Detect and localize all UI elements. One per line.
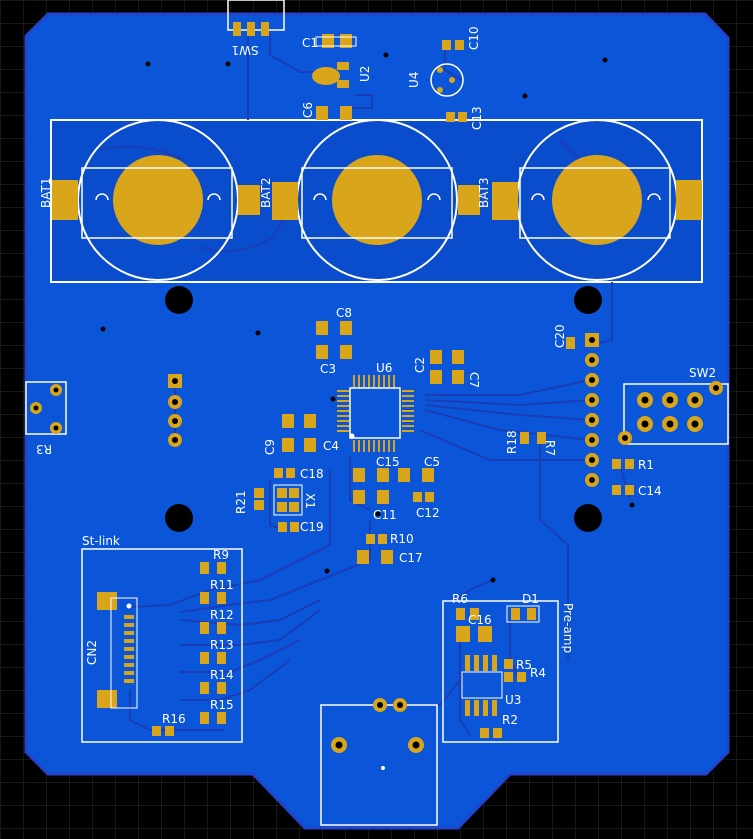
label-c16: C16	[468, 613, 492, 627]
copper-traces	[99, 34, 631, 736]
label-r3: R3	[36, 442, 52, 456]
header-right	[585, 333, 599, 487]
label-c7: C7	[467, 372, 481, 388]
audio-jack	[320, 698, 438, 826]
battery-bat1	[52, 119, 260, 281]
resistor-r3	[25, 381, 67, 435]
mcu-passives	[254, 321, 634, 564]
label-x1: X1	[303, 493, 317, 509]
label-c10: C10	[467, 26, 481, 50]
label-c13: C13	[470, 106, 484, 130]
label-pre-amp: Pre-amp	[561, 603, 575, 653]
label-c12: C12	[416, 506, 440, 520]
label-c19: C19	[300, 520, 324, 534]
label-sw2: SW2	[689, 366, 716, 380]
mcu-u6	[337, 375, 414, 452]
label-r10: R10	[390, 532, 414, 546]
label-u2: U2	[358, 66, 372, 82]
label-c3: C3	[320, 362, 336, 376]
crystal-x1	[273, 484, 303, 516]
label-bat3: BAT3	[477, 178, 491, 208]
label-u4: U4	[407, 72, 421, 88]
label-c5: C5	[424, 455, 440, 469]
label-c11: C11	[373, 508, 397, 522]
label-r2: R2	[502, 713, 518, 727]
label-bat1: BAT1	[39, 178, 53, 208]
label-r13: R13	[210, 638, 234, 652]
label-r21: R21	[234, 490, 248, 514]
label-r11: R11	[210, 578, 234, 592]
label-c18: C18	[300, 467, 324, 481]
preamp-area	[442, 600, 559, 743]
label-c8: C8	[336, 306, 352, 320]
label-c20: C20	[553, 324, 567, 348]
label-r15: R15	[210, 698, 234, 712]
label-r14: R14	[210, 668, 234, 682]
label-c15: C15	[376, 455, 400, 469]
label-r7: R7	[543, 440, 557, 456]
label-c17: C17	[399, 551, 423, 565]
label-bat2: BAT2	[259, 178, 273, 208]
label-c9: C9	[263, 439, 277, 455]
label-r1: R1	[638, 458, 654, 472]
label-c14: C14	[638, 484, 662, 498]
battery-bat3	[492, 119, 702, 281]
label-r18: R18	[505, 430, 519, 454]
label-r9: R9	[213, 548, 229, 562]
label-st-link: St-link	[82, 534, 120, 548]
st-link-area	[81, 548, 243, 743]
mounting-holes	[165, 286, 602, 532]
label-u3: U3	[505, 693, 521, 707]
label-u6: U6	[376, 361, 392, 375]
label-c6: C6	[301, 102, 315, 118]
label-r6: R6	[452, 592, 468, 606]
top-components	[312, 34, 467, 122]
label-c4: C4	[323, 439, 339, 453]
label-d1: D1	[522, 592, 539, 606]
battery-bat2	[272, 119, 480, 281]
switch-sw1	[227, 0, 285, 36]
header-left	[168, 374, 182, 447]
label-r12: R12	[210, 608, 234, 622]
label-sw1: SW1	[231, 43, 258, 57]
label-r5: R5	[516, 658, 532, 672]
label-c1: C1	[302, 36, 318, 50]
label-r4: R4	[530, 666, 546, 680]
vias	[100, 52, 635, 583]
switch-sw2	[618, 381, 729, 445]
label-cn2: CN2	[85, 640, 99, 665]
label-c2: C2	[413, 357, 427, 373]
label-r16: R16	[162, 712, 186, 726]
